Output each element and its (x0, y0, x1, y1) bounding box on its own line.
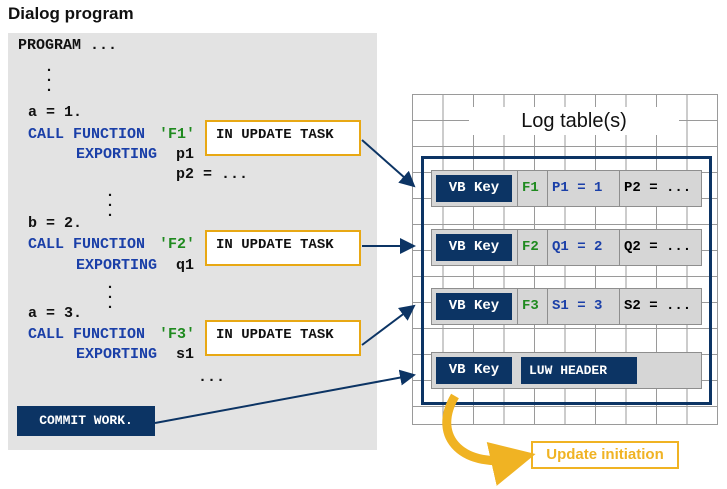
arrow-f3 (361, 304, 416, 346)
vb-key: VB Key (436, 175, 512, 202)
program-line: PROGRAM ... (18, 37, 118, 54)
log-key-value: P1 = 1 (547, 171, 619, 206)
log-next-value: Q2 = ... (619, 230, 701, 265)
exporting-1: EXPORTING (76, 146, 158, 163)
code-line-b2: b = 2. (28, 215, 83, 232)
log-table-title: Log table(s) (469, 107, 679, 135)
update-initiation-arrow (442, 393, 536, 486)
exporting-2: EXPORTING (76, 257, 158, 274)
vb-key: VB Key (436, 234, 512, 261)
vertical-ellipsis: ... (105, 276, 115, 313)
function-name-f2: 'F2' (159, 236, 196, 253)
log-table-frame (421, 156, 712, 405)
update-initiation-label: Update initiation (531, 441, 679, 469)
call-function-1: CALL FUNCTION (28, 126, 146, 143)
arrow-commit (154, 369, 416, 424)
param-p2: p2 = ... (176, 166, 249, 183)
exporting-3: EXPORTING (76, 346, 158, 363)
call-function-3: CALL FUNCTION (28, 326, 146, 343)
param-q1: q1 (176, 257, 195, 274)
call-function-2: CALL FUNCTION (28, 236, 146, 253)
log-function: F1 (517, 171, 547, 206)
vb-key: VB Key (436, 357, 512, 384)
function-name-f1: 'F1' (159, 126, 196, 143)
update-task-box-2: IN UPDATE TASK (205, 230, 361, 266)
dialog-program-title: Dialog program (8, 4, 134, 23)
update-task-box-3: IN UPDATE TASK (205, 320, 361, 356)
code-ellipsis: ... (198, 369, 226, 386)
update-task-box-1: IN UPDATE TASK (205, 120, 361, 156)
log-row-2: VB Key F2 Q1 = 2 Q2 = ... (431, 229, 702, 266)
log-next-value: S2 = ... (619, 289, 701, 324)
commit-work-box: COMMIT WORK. (17, 406, 155, 436)
log-key-value: Q1 = 2 (547, 230, 619, 265)
luw-header: LUW HEADER (521, 357, 637, 384)
vertical-ellipsis: ... (105, 184, 115, 221)
param-p1: p1 (176, 146, 195, 163)
code-line-a3: a = 3. (28, 305, 83, 322)
log-row-3: VB Key F3 S1 = 3 S2 = ... (431, 288, 702, 325)
code-line-a1: a = 1. (28, 104, 83, 121)
function-name-f3: 'F3' (159, 326, 196, 343)
log-row-luw: VB Key LUW HEADER (431, 352, 702, 389)
arrow-f1 (361, 139, 416, 188)
log-key-value: S1 = 3 (547, 289, 619, 324)
vb-key: VB Key (436, 293, 512, 320)
vertical-ellipsis: ... (44, 59, 54, 96)
param-s1: s1 (176, 346, 195, 363)
log-function: F3 (517, 289, 547, 324)
log-row-1: VB Key F1 P1 = 1 P2 = ... (431, 170, 702, 207)
log-function: F2 (517, 230, 547, 265)
log-next-value: P2 = ... (619, 171, 701, 206)
